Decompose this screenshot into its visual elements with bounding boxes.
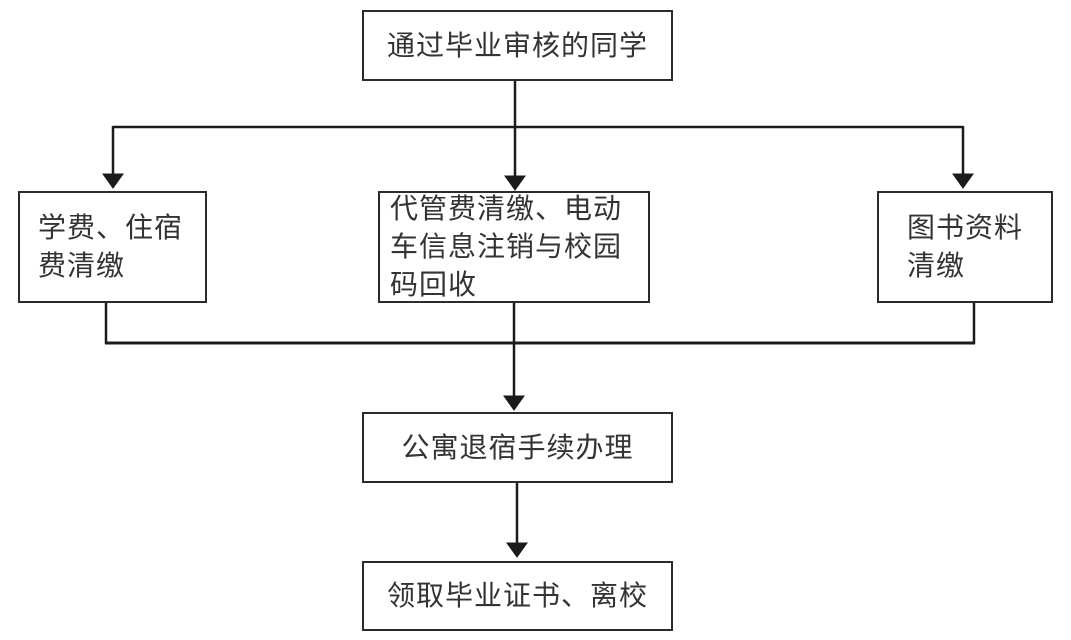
edge-start-to-library: [952, 126, 974, 189]
node-misc-fees-ebike-campus-code: 代管费清缴、电动车信息注销与校园码回收: [378, 191, 650, 303]
edge-start-to-misc: [504, 81, 526, 191]
node-label: 公寓退宿手续办理: [401, 431, 634, 463]
arrow-down-icon: [952, 173, 974, 189]
node-label: 学费、住宿费清缴: [38, 212, 184, 281]
node-receive-diploma-leave: 领取毕业证书、离校: [362, 561, 673, 631]
node-library-materials: 图书资料清缴: [877, 191, 1053, 303]
node-label: 领取毕业证书、离校: [386, 580, 648, 612]
node-tuition-accommodation-fees: 学费、住宿费清缴: [18, 191, 207, 303]
edge-misc-to-dorm: [503, 303, 525, 411]
edge-start-to-tuition: [102, 126, 124, 189]
node-label: 通过毕业审核的同学: [386, 29, 648, 61]
node-label: 代管费清缴、电动车信息注销与校园码回收: [390, 193, 623, 300]
node-graduation-review-passed: 通过毕业审核的同学: [362, 10, 673, 81]
arrow-down-icon: [503, 395, 525, 411]
arrow-down-icon: [102, 173, 124, 189]
edge-dorm-to-leave: [506, 483, 528, 558]
arrow-down-icon: [506, 542, 528, 558]
arrow-down-icon: [504, 175, 526, 191]
node-dorm-checkout: 公寓退宿手续办理: [362, 412, 673, 483]
node-label: 图书资料清缴: [907, 212, 1024, 281]
